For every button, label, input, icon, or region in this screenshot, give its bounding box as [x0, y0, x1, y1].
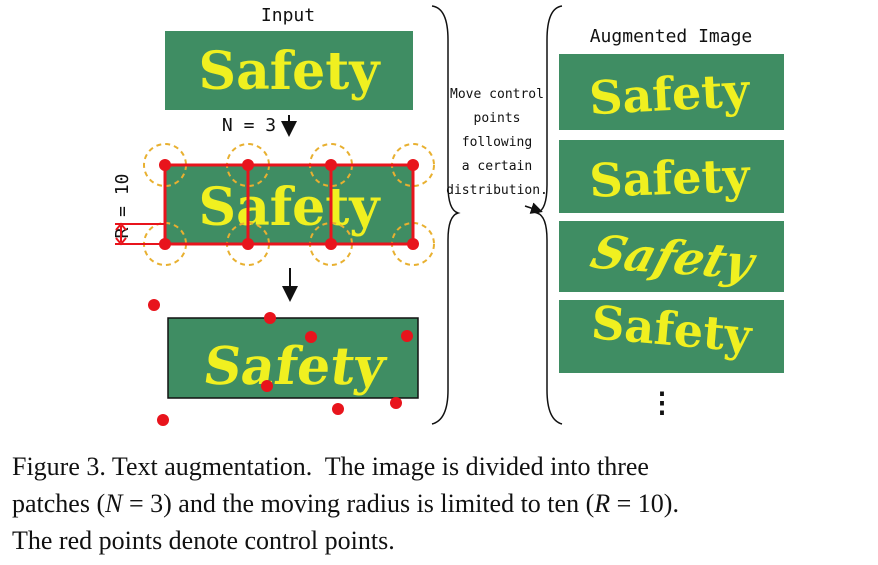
n-label: N = 3	[222, 115, 276, 136]
moved-control-point-6	[332, 403, 344, 415]
control-point-7	[325, 238, 337, 250]
augmented-image-1: Safety	[559, 54, 784, 130]
middle-arrow	[524, 202, 543, 214]
control-point-3	[325, 159, 337, 171]
caption-r-symbol: R	[594, 489, 611, 518]
caption-line-1: Figure 3. Text augmentation. The image i…	[12, 452, 649, 481]
caption-line-3: The red points denote control points.	[12, 526, 395, 555]
augmented-title: Augmented Image	[590, 26, 753, 47]
r-label: R = 10	[112, 173, 133, 238]
moved-control-point-2	[264, 312, 276, 324]
text-augmentation-figure: Input Safety N = 3 Safety R = 10 Safety …	[112, 5, 784, 426]
moved-control-point-3	[305, 331, 317, 343]
control-point-6	[242, 238, 254, 250]
control-point-1	[159, 159, 171, 171]
control-points-grid	[159, 159, 419, 250]
right-brace	[534, 5, 563, 425]
more-images-ellipsis: ⋮	[648, 386, 676, 419]
moved-control-point-7	[390, 397, 402, 409]
middle-line-3: following	[462, 135, 532, 150]
middle-line-1: Move control	[450, 87, 544, 102]
left-brace	[431, 5, 461, 425]
figure-caption: Figure 3. Text augmentation. The image i…	[12, 448, 872, 559]
caption-line-2c: = 10).	[610, 489, 679, 518]
control-point-4	[407, 159, 419, 171]
augmented-word-2: Safety	[589, 148, 752, 208]
middle-line-4: a certain	[462, 159, 532, 174]
augmented-image-3: Safety	[559, 221, 784, 292]
middle-line-2: points	[474, 111, 521, 126]
moved-control-point-8	[157, 414, 169, 426]
control-point-2	[242, 159, 254, 171]
input-label: Input	[261, 5, 315, 26]
caption-n-symbol: N	[105, 489, 123, 518]
moved-control-point-5	[261, 380, 273, 392]
patched-image: Safety	[143, 143, 435, 266]
radius-indicator	[115, 222, 165, 246]
caption-line-2a: patches (	[12, 489, 106, 518]
patched-image-word: Safety	[199, 177, 382, 238]
augmented-image-4: Safety	[559, 295, 784, 373]
input-image-word: Safety	[199, 41, 382, 102]
control-points-moved	[148, 299, 413, 426]
moved-control-point-1	[148, 299, 160, 311]
caption-line-2b: = 3) and the moving radius is limited to…	[122, 489, 595, 518]
patch-grid	[163, 163, 415, 246]
control-point-8	[407, 238, 419, 250]
augmented-image-2: Safety	[559, 140, 784, 213]
augmented-word-1: Safety	[588, 63, 752, 125]
middle-line-5: distribution.	[446, 183, 548, 198]
augmented-word-3: Safety	[585, 225, 763, 290]
moved-control-point-4	[401, 330, 413, 342]
input-image: Safety	[165, 31, 413, 110]
warped-image-word: Safety	[200, 336, 391, 397]
warped-image: Safety	[148, 299, 419, 426]
